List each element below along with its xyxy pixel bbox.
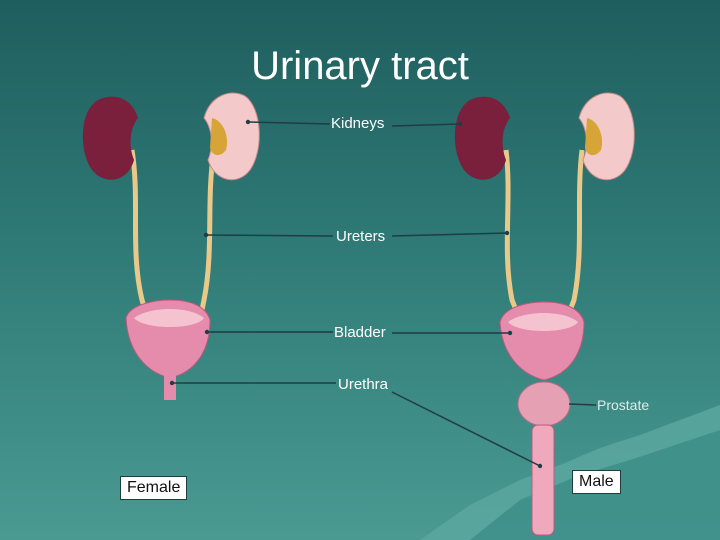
slide-title: Urinary tract (251, 44, 469, 88)
male-box: Male (572, 470, 621, 494)
male-urethra (531, 424, 555, 536)
female-right-ureter (197, 149, 217, 321)
female-urinary-tract (82, 92, 260, 400)
label-kidneys: Kidneys (331, 115, 385, 132)
female-left-kidney (82, 96, 138, 180)
male-left-kidney (454, 96, 510, 180)
female-right-kidney (203, 92, 260, 181)
male-left-ureter (503, 149, 523, 321)
label-urethra: Urethra (338, 376, 389, 393)
label-bladder: Bladder (334, 324, 386, 341)
male-urinary-tract (454, 92, 635, 536)
female-box: Female (120, 476, 188, 500)
male-right-kidney (578, 92, 635, 181)
male-right-ureter (563, 149, 585, 321)
leader-lines (172, 121, 597, 467)
female-left-ureter (129, 149, 151, 321)
label-prostate: Prostate (597, 397, 650, 413)
female-urethra (164, 374, 176, 400)
label-ureters: Ureters (336, 228, 386, 245)
prostate (517, 381, 571, 427)
